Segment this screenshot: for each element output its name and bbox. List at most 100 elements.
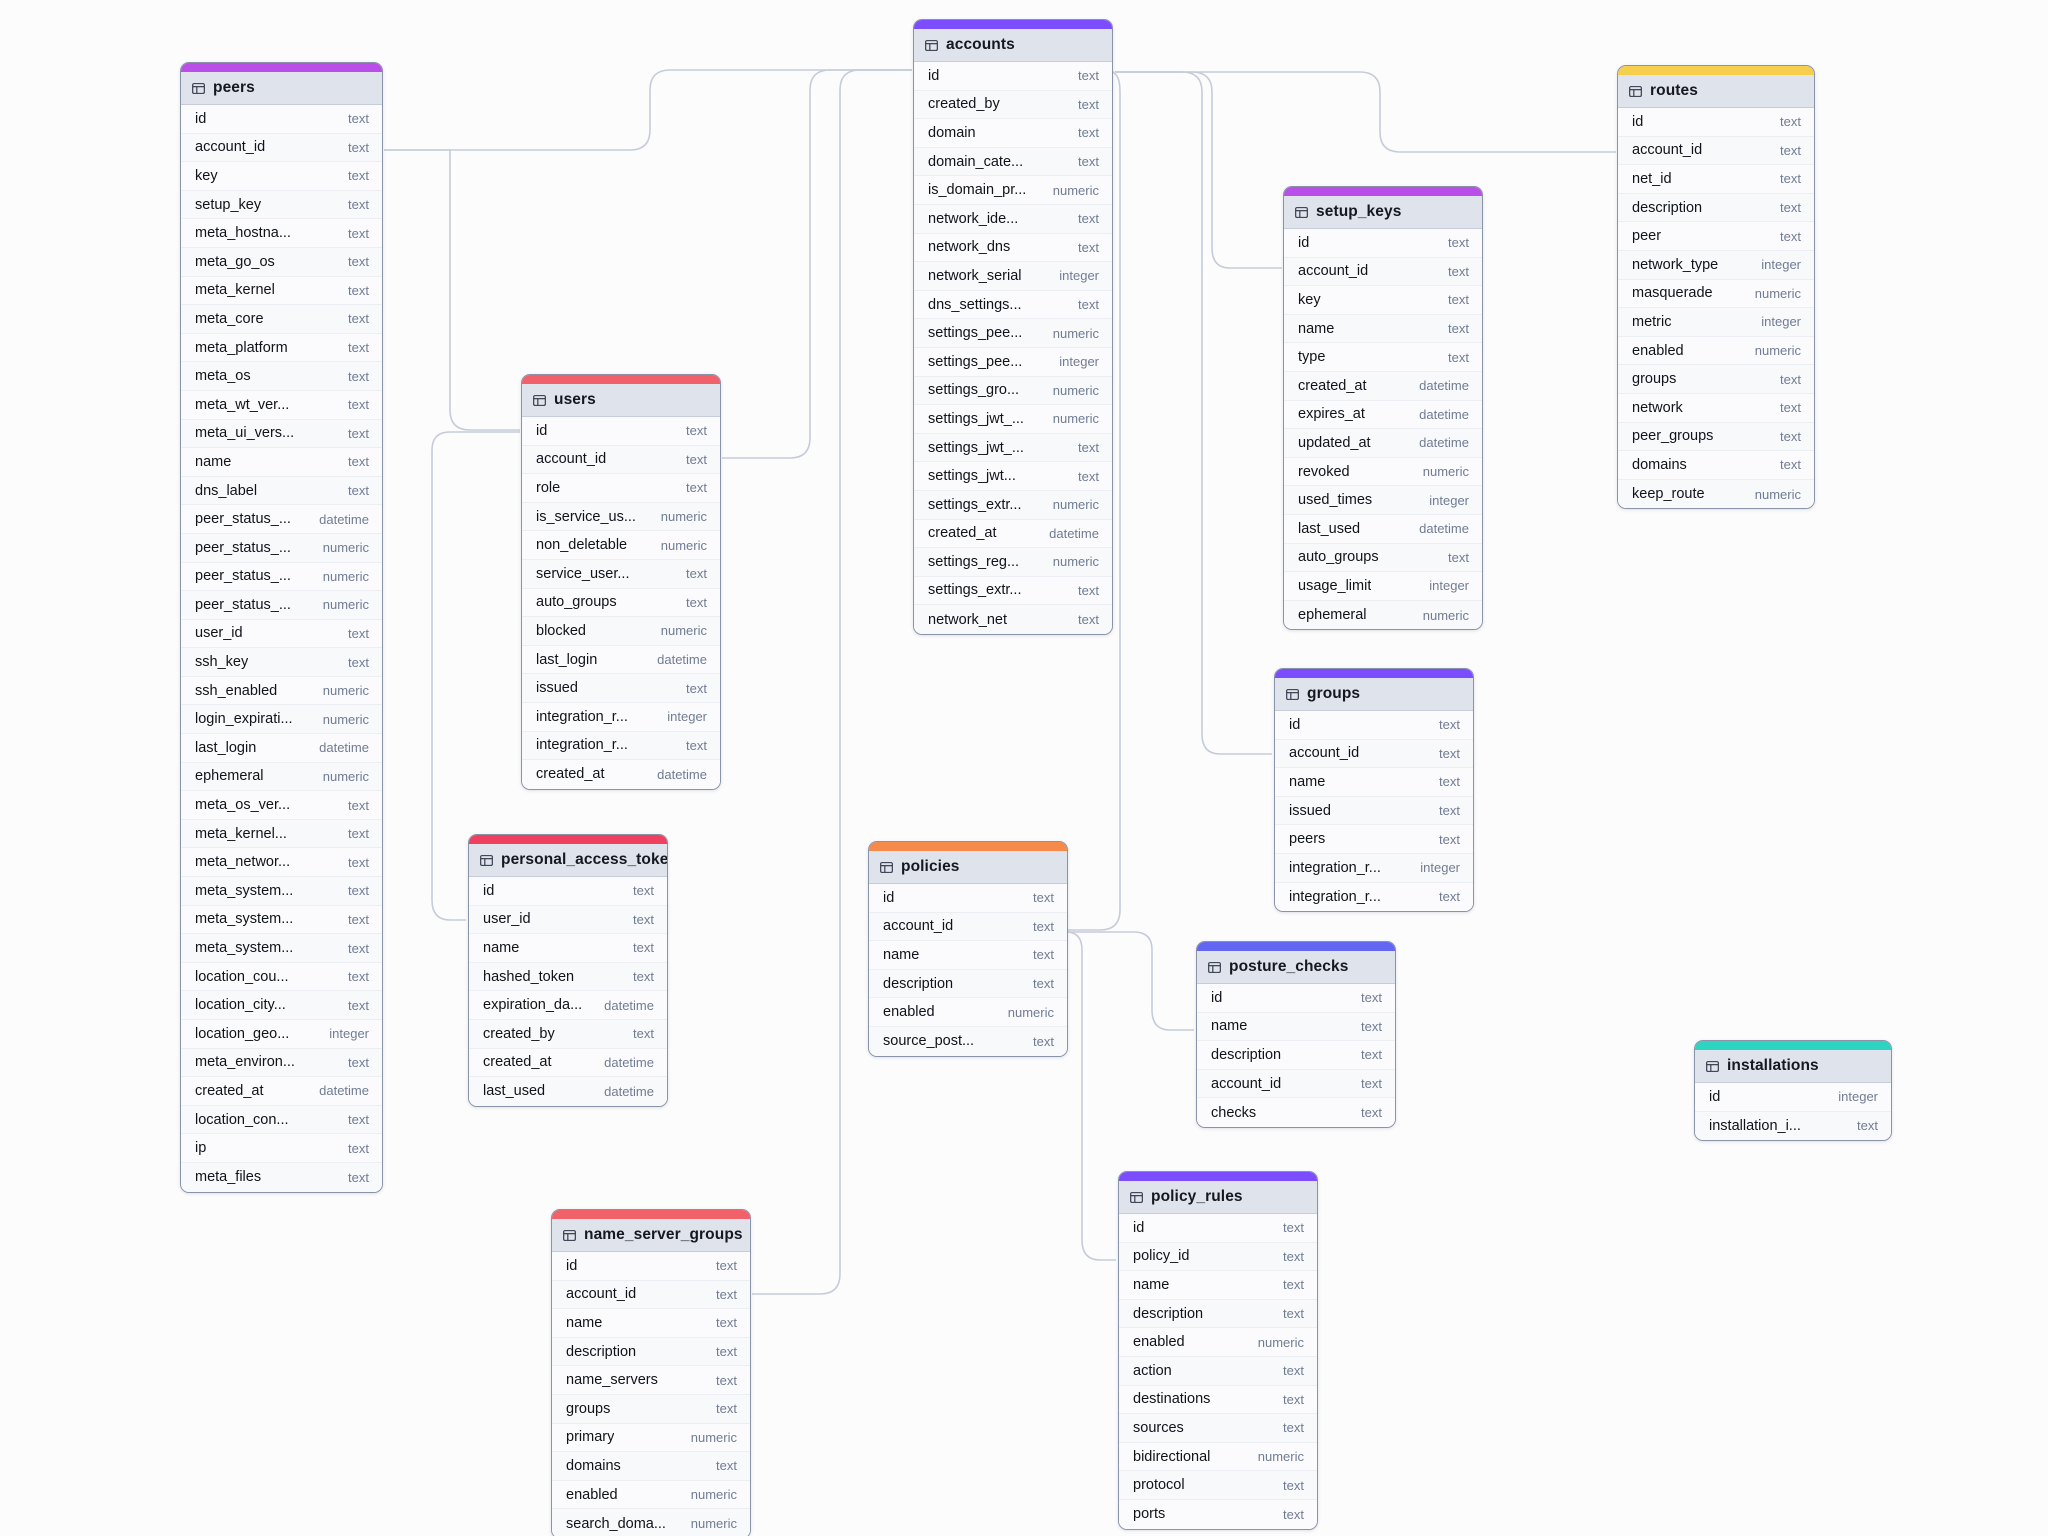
table-header-accounts[interactable]: accounts (914, 29, 1112, 62)
table-header-policies[interactable]: policies (869, 851, 1067, 884)
column-row[interactable]: network_ide...text (914, 204, 1112, 234)
column-row[interactable]: expiration_da...datetime (469, 991, 667, 1020)
column-row[interactable]: settings_jwt_...numeric (914, 405, 1112, 434)
column-row[interactable]: search_doma...numeric (552, 1509, 750, 1536)
column-row[interactable]: settings_reg...numeric (914, 548, 1112, 577)
column-row[interactable]: meta_os_ver...text (181, 791, 382, 820)
column-row[interactable]: settings_extr...text (914, 576, 1112, 606)
column-row[interactable]: meta_environ...text (181, 1048, 382, 1078)
column-row[interactable]: peer_status_...numeric (181, 533, 382, 563)
column-row[interactable]: integration_r...text (522, 731, 720, 761)
column-row[interactable]: meta_networ...text (181, 848, 382, 878)
column-row[interactable]: integration_r...integer (1275, 853, 1473, 883)
column-row[interactable]: meta_hostna...text (181, 219, 382, 248)
column-row[interactable]: settings_pee...numeric (914, 319, 1112, 348)
column-row[interactable]: meta_system...text (181, 905, 382, 935)
table-header-personal_access_tokens[interactable]: personal_access_tokens (469, 844, 667, 877)
column-row[interactable]: is_service_us...numeric (522, 502, 720, 532)
column-row[interactable]: settings_extr...numeric (914, 490, 1112, 520)
column-row[interactable]: dns_settings...text (914, 290, 1112, 320)
table-header-routes[interactable]: routes (1618, 75, 1814, 108)
table-header-posture_checks[interactable]: posture_checks (1197, 951, 1395, 984)
column-row[interactable]: source_post...text (869, 1026, 1067, 1056)
column-row[interactable]: settings_jwt...text (914, 462, 1112, 491)
table-header-peers[interactable]: peers (181, 72, 382, 105)
column-row[interactable]: peer_status_...datetime (181, 505, 382, 534)
column-row[interactable]: location_geo...integer (181, 1020, 382, 1049)
column-row[interactable]: domain_cate...text (914, 147, 1112, 177)
table-header-installations[interactable]: installations (1695, 1050, 1891, 1083)
column-row[interactable]: login_expirati...numeric (181, 705, 382, 735)
column-row[interactable]: integration_r...integer (522, 702, 720, 732)
column-row[interactable]: location_con...text (181, 1105, 382, 1135)
column-row[interactable]: settings_gro...numeric (914, 376, 1112, 406)
